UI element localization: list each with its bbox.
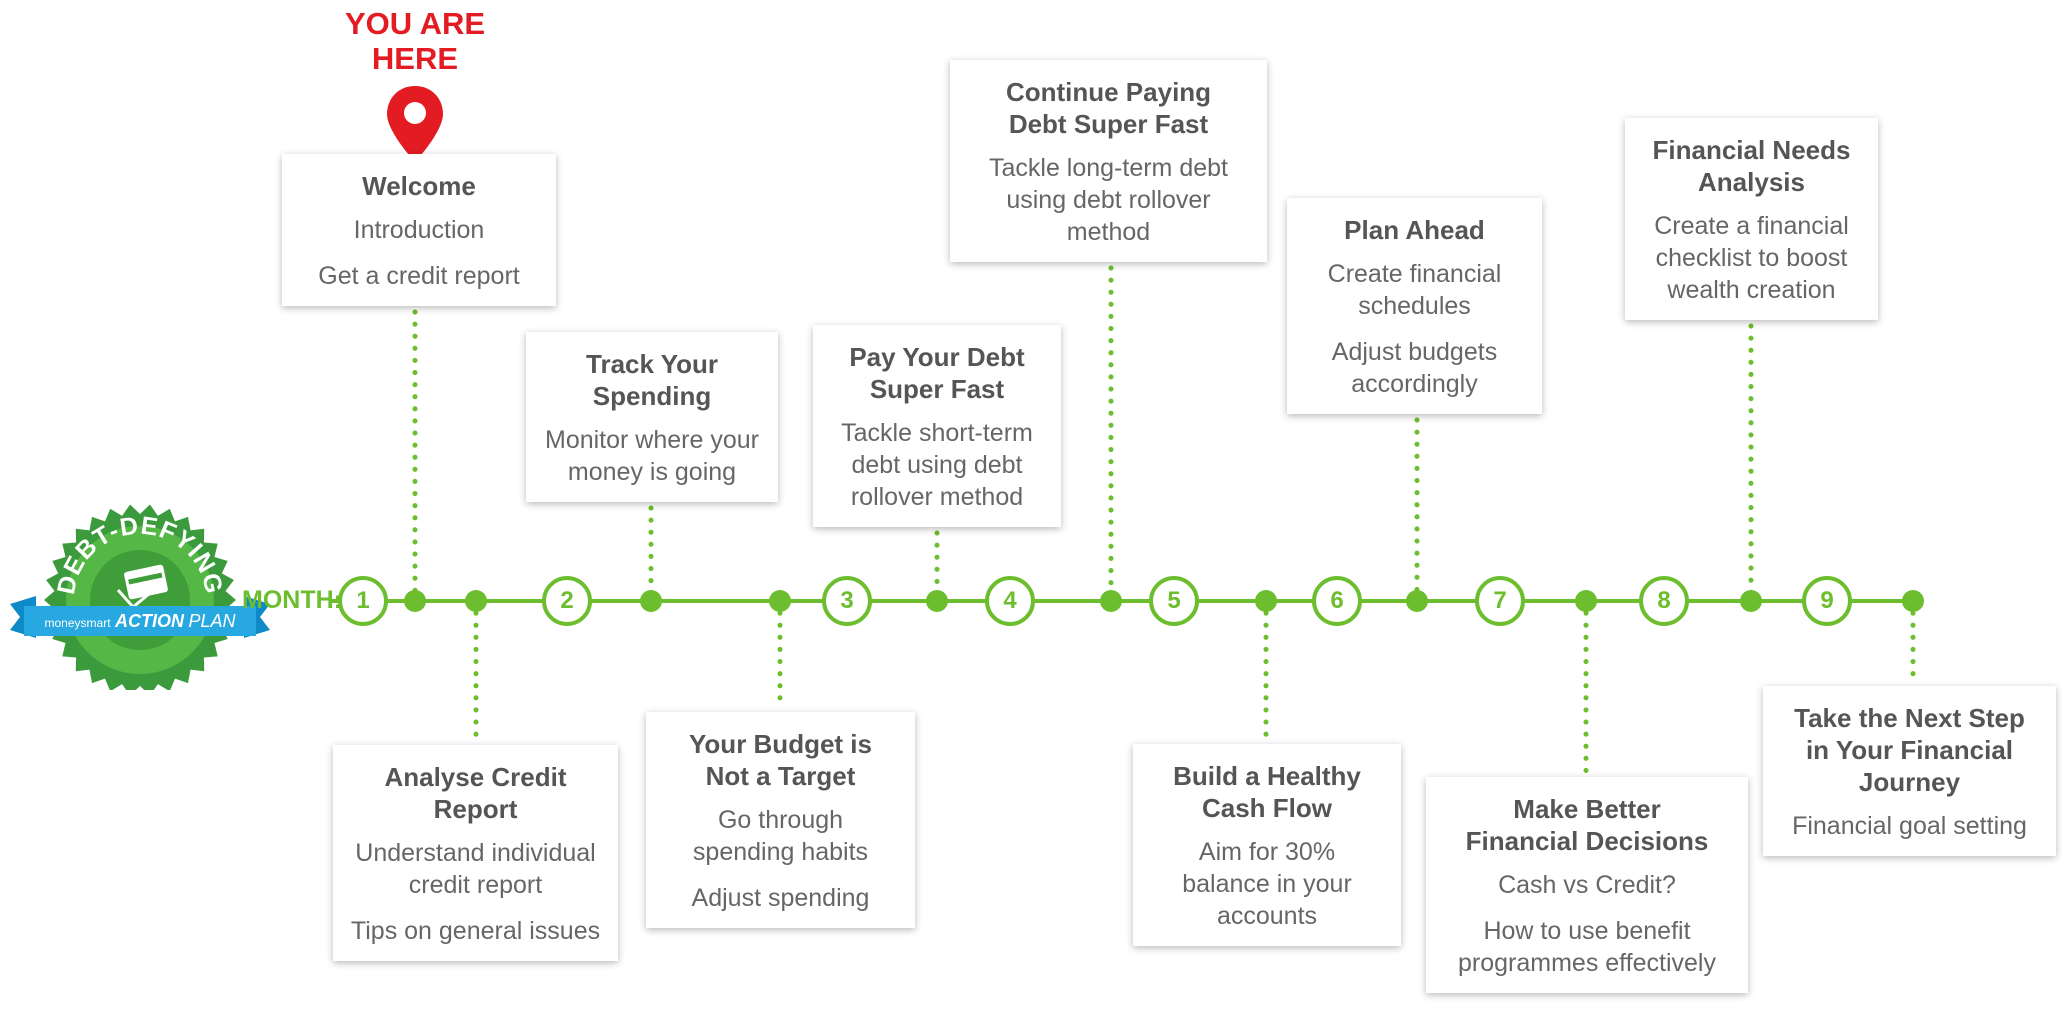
milestone-description: Understand individual credit report	[355, 839, 596, 899]
milestone-title: Welcome	[362, 171, 476, 201]
milestone-description: Aim for 30% balance in your accounts	[1182, 838, 1352, 930]
badge-ribbon	[24, 606, 256, 636]
milestone-description: Financial goal setting	[1792, 812, 2027, 840]
milestone-description: Create financial schedules	[1327, 260, 1502, 320]
milestone-description: Adjust budgets accordingly	[1331, 338, 1498, 398]
month-3-marker: 3	[822, 576, 872, 626]
you-are-here-label: YOU ARE HERE	[344, 6, 486, 76]
timeline-dot	[1575, 590, 1597, 612]
milestone-description: Tackle short-term debt using debt rollov…	[841, 419, 1033, 511]
timeline-dot	[1100, 590, 1122, 612]
milestone-title: Make Better Financial Decisions	[1465, 794, 1709, 856]
month-5-marker: 5	[1149, 576, 1199, 626]
milestone-description: Adjust spending	[691, 884, 870, 912]
milestone-description: Go through spending habits	[692, 806, 869, 866]
timeline-dot	[1255, 590, 1277, 612]
milestone-title: Financial Needs Analysis	[1652, 135, 1851, 197]
milestone-description: How to use benefit programmes effectivel…	[1458, 917, 1716, 977]
milestone-title: Your Budget is Not a Target	[689, 729, 872, 791]
dotted-connectors	[412, 265, 1916, 774]
milestone-title: Analyse Credit Report	[384, 762, 567, 824]
milestone-title: Continue Paying Debt Super Fast	[1005, 77, 1212, 139]
month-label: MONTH:	[242, 586, 342, 614]
timeline-dot	[769, 590, 791, 612]
milestone-title: Pay Your Debt Super Fast	[849, 342, 1025, 404]
milestone-description: Create a financial checklist to boost we…	[1654, 212, 1849, 304]
timeline-dot	[1406, 590, 1428, 612]
location-pin-icon	[387, 86, 443, 162]
timeline-dot	[465, 590, 487, 612]
timeline-dot	[1740, 590, 1762, 612]
milestone-card: Take the Next Step in Your Financial Jou…	[1763, 686, 2056, 856]
milestone-description: Introduction	[353, 216, 485, 244]
month-2-marker: 2	[542, 576, 592, 626]
month-8-marker: 8	[1639, 576, 1689, 626]
timeline-dot	[1902, 590, 1924, 612]
timeline-dot	[640, 590, 662, 612]
timeline-dot	[404, 590, 426, 612]
milestone-title: Plan Ahead	[1344, 215, 1485, 245]
milestone-title: Build a Healthy Cash Flow	[1173, 761, 1361, 823]
milestone-title: Take the Next Step in Your Financial Jou…	[1794, 703, 2025, 797]
month-7-marker: 7	[1475, 576, 1525, 626]
milestone-card: Your Budget is Not a Target Go through sp…	[646, 712, 915, 928]
milestone-description: Get a credit report	[318, 262, 520, 290]
milestone-description: Tackle long-term debt using debt rollove…	[988, 154, 1228, 246]
badge-ribbon-text: moneysmart ACTION PLAN	[45, 611, 237, 631]
month-4-marker: 4	[985, 576, 1035, 626]
milestone-description: Tips on general issues	[350, 917, 601, 945]
milestone-title: Track Your Spending	[586, 349, 718, 411]
month-6-marker: 6	[1312, 576, 1362, 626]
month-9-marker: 9	[1802, 576, 1852, 626]
milestone-description: Cash vs Credit?	[1498, 871, 1676, 899]
timeline-dots	[404, 590, 1924, 612]
month-1-marker: 1	[338, 576, 388, 626]
timeline-dot	[926, 590, 948, 612]
milestone-description: Monitor where your money is going	[545, 426, 759, 486]
debt-defying-badge: DEBT-DEFYING moneysmart ACTION PLAN	[10, 504, 270, 690]
